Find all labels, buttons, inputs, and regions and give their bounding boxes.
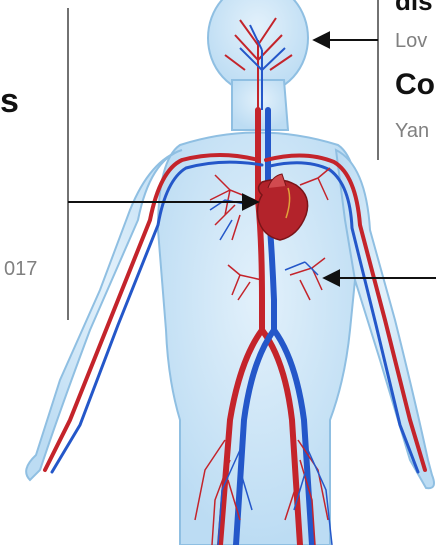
circulatory-system-illustration <box>0 0 436 545</box>
